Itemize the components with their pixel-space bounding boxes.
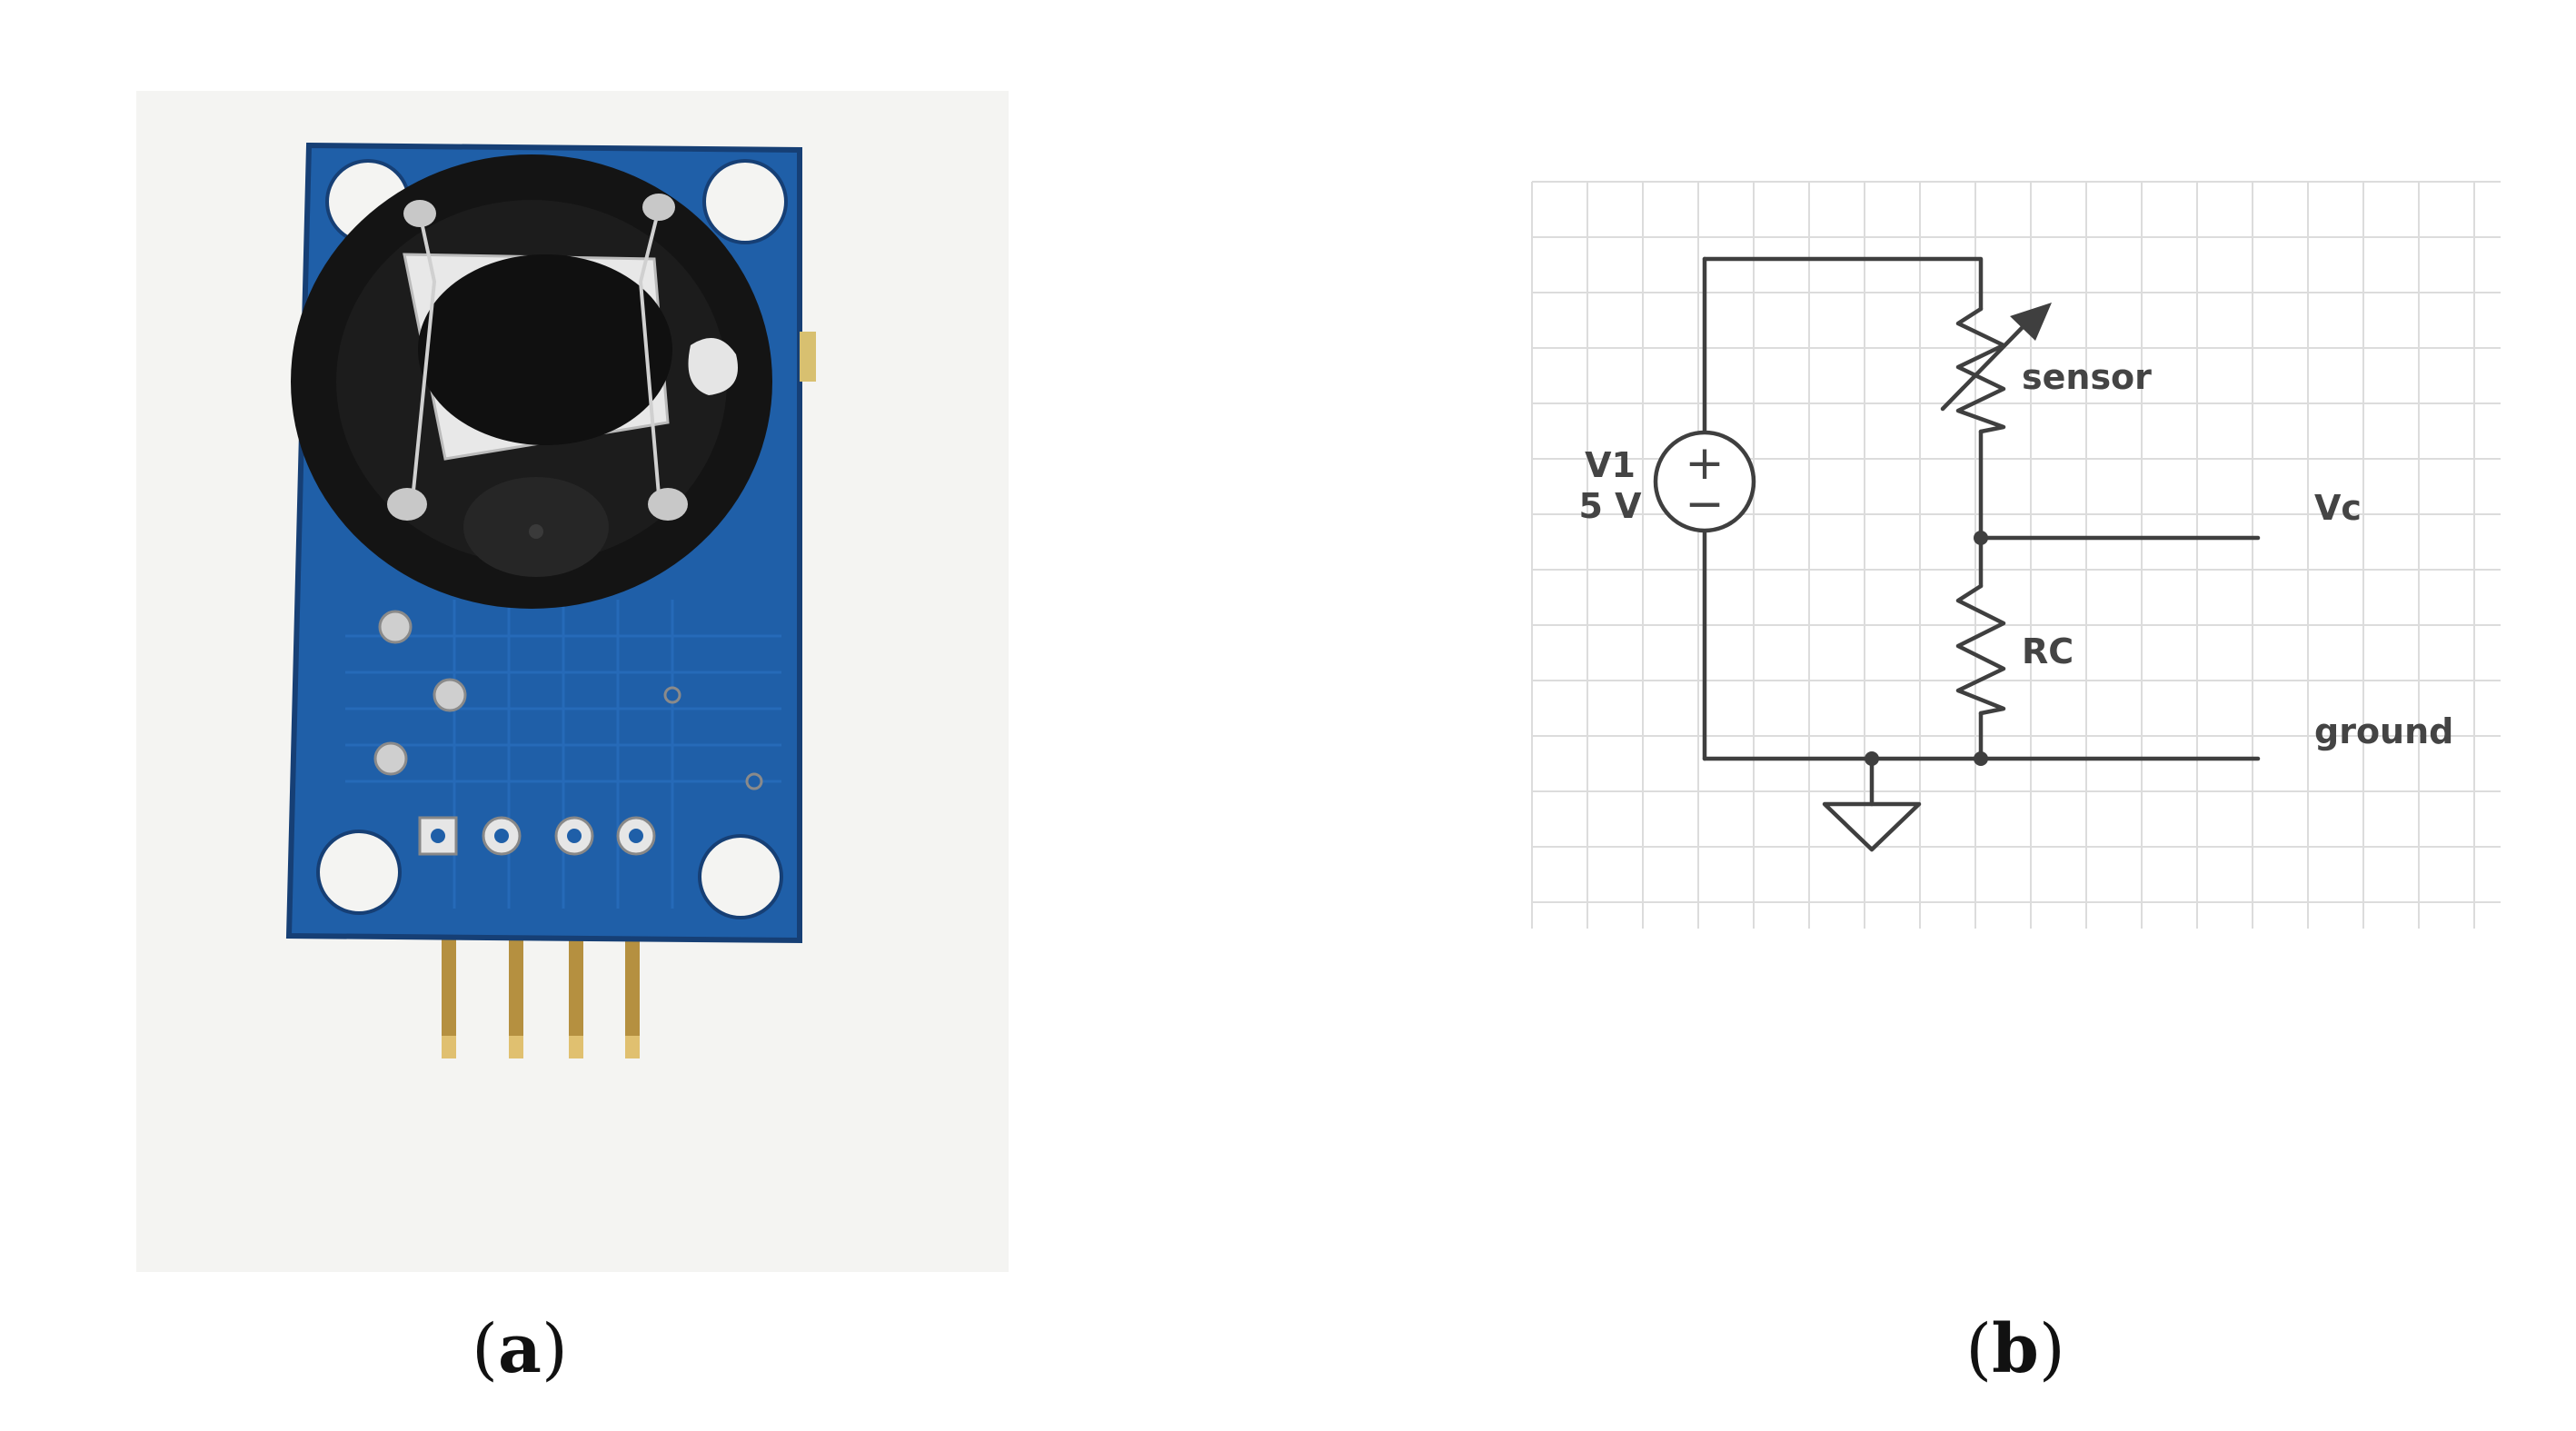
caption-b: (b) [1965, 1310, 2065, 1388]
sensor-label: sensor [2022, 357, 2152, 397]
rc-resistor [1955, 583, 2006, 716]
film-scrap [688, 338, 738, 395]
junction-ground-right [1974, 751, 1988, 766]
solder-points [373, 610, 763, 790]
ground-label: ground [2314, 711, 2453, 751]
source-name-label: V1 [1585, 445, 1636, 485]
sensor-resistor [1955, 306, 2006, 434]
sensor-arrowhead [2010, 303, 2052, 341]
sensor-variable-arrow [1940, 323, 2027, 412]
header-pads [418, 816, 656, 856]
ground-symbol [1822, 801, 1922, 852]
source-voltage-label: 5 V [1578, 486, 1642, 526]
sensor-center [529, 524, 543, 539]
panel-b-circuit: + − V1 5 V sensor RC Vc ground [1531, 181, 2501, 929]
source-minus-sign: − [1685, 477, 1725, 532]
panel-a-photo [136, 91, 1009, 1272]
electrode-joints [387, 194, 688, 521]
side-component [800, 332, 816, 382]
source-plus-sign: + [1685, 436, 1725, 491]
caption-a: (a) [472, 1310, 568, 1388]
junction-vc [1974, 531, 1988, 545]
lead-wires [412, 208, 661, 496]
voltage-source [1653, 430, 1756, 533]
grid [1531, 181, 2501, 929]
vc-label: Vc [2314, 488, 2362, 528]
pcb-texture [345, 600, 781, 909]
sensing-layer [418, 254, 672, 445]
rc-label: RC [2022, 631, 2074, 671]
junction-ground-left [1865, 751, 1879, 766]
wire-top [1702, 256, 1984, 312]
header-pins [442, 936, 640, 1058]
